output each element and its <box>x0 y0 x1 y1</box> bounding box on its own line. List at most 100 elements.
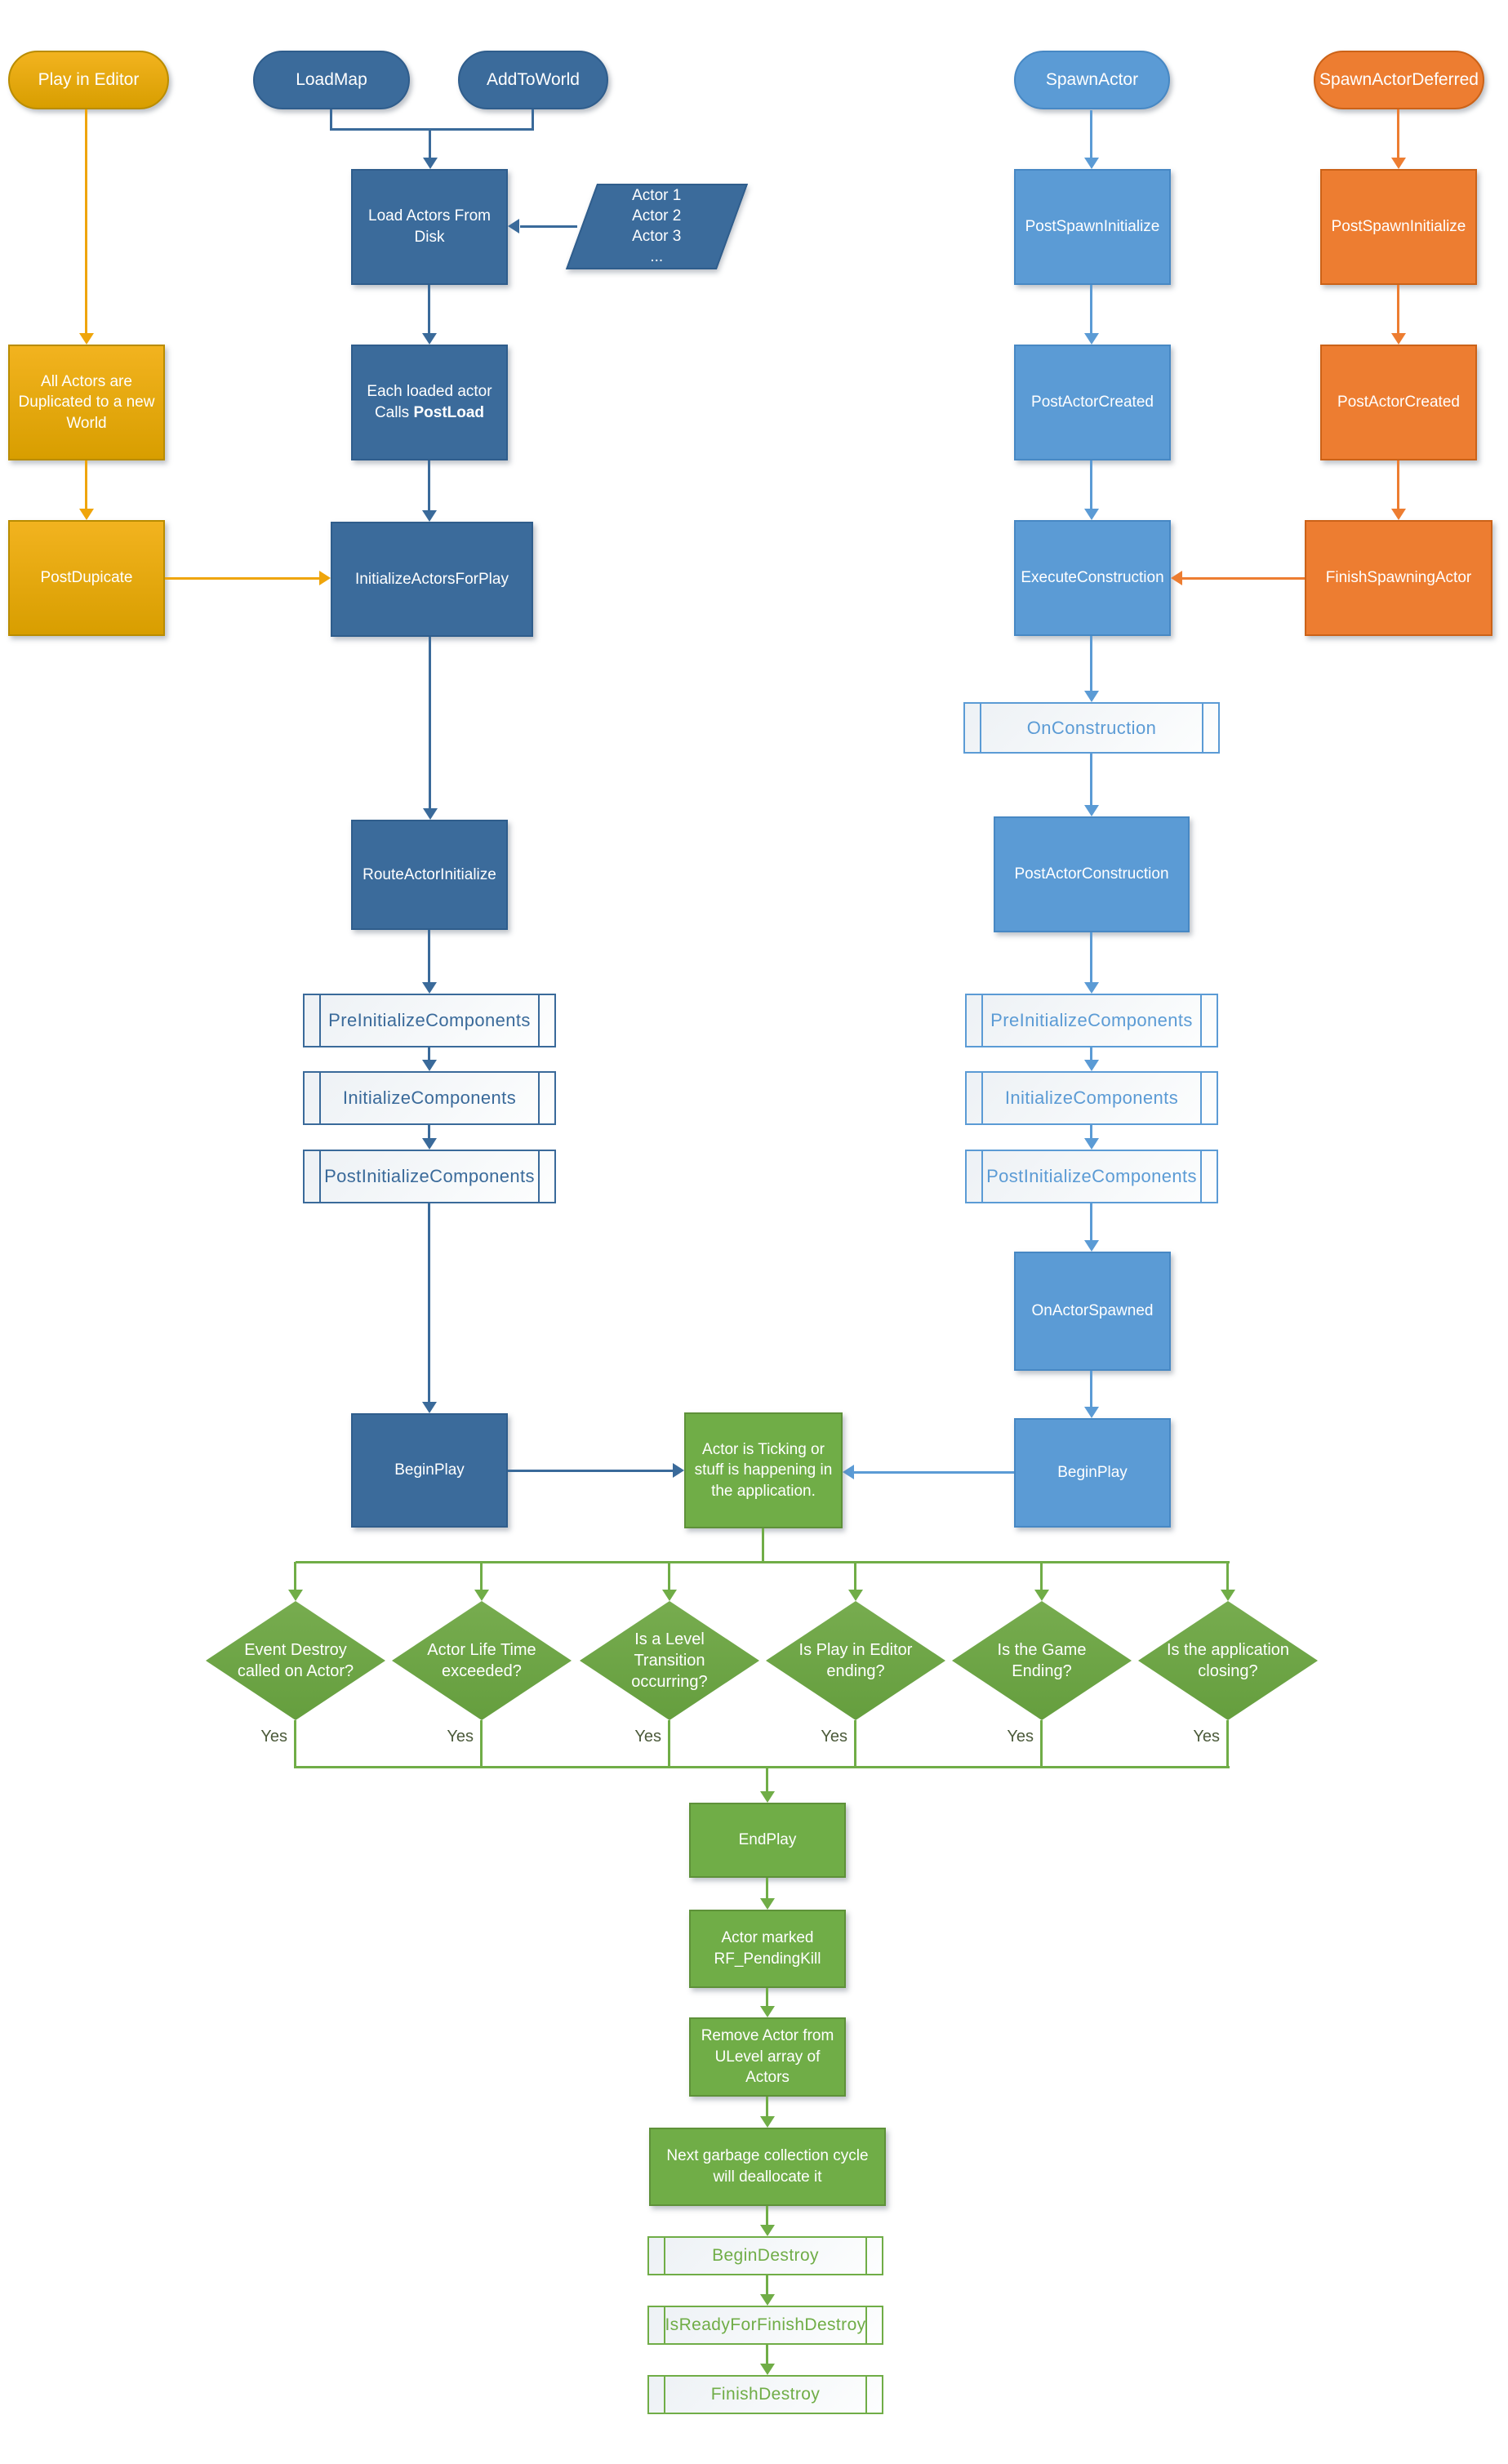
connector <box>1090 636 1092 692</box>
arrowhead-down <box>1084 1138 1099 1150</box>
node-initializecomponents-right: InitializeComponents <box>965 1071 1218 1125</box>
connector <box>1040 1562 1043 1590</box>
arrowhead-down <box>474 1590 489 1601</box>
arrowhead-down <box>1084 691 1099 702</box>
connector <box>1397 109 1399 158</box>
connector <box>330 128 534 131</box>
arrowhead-down <box>1084 509 1099 520</box>
arrowhead-down <box>1084 1060 1099 1071</box>
node-postinitializecomponents-right: PostInitializeComponents <box>965 1150 1218 1203</box>
node-addtoworld: AddToWorld <box>458 51 608 109</box>
connector <box>532 109 534 131</box>
arrowhead-down <box>423 158 438 169</box>
connector <box>480 1562 483 1590</box>
connector <box>428 1047 430 1061</box>
connector <box>480 1720 483 1768</box>
node-all-actors-duplicated: All Actors are Duplicated to a new World <box>8 345 165 460</box>
node-initializeactorsforplay: InitializeActorsForPlay <box>331 522 533 637</box>
node-postactorconstruction: PostActorConstruction <box>994 816 1190 932</box>
arrowhead-down <box>760 2294 775 2306</box>
connector <box>294 1562 296 1590</box>
connector <box>766 2206 768 2226</box>
node-preinitializecomponents-left: PreInitializeComponents <box>303 994 556 1047</box>
decision-actor-lifetime: Actor Life Time exceeded? <box>392 1601 572 1720</box>
node-routeactorinitialize: RouteActorInitialize <box>351 820 508 930</box>
connector <box>428 1125 430 1139</box>
decision-event-destroy: Event Destroy called on Actor? <box>206 1601 385 1720</box>
connector <box>85 460 87 509</box>
connector <box>854 1562 856 1590</box>
node-initializecomponents-left: InitializeComponents <box>303 1071 556 1125</box>
node-finishspawningactor: FinishSpawningActor <box>1305 520 1492 636</box>
arrowhead-down <box>1391 509 1406 520</box>
node-loadmap: LoadMap <box>253 51 410 109</box>
arrowhead-down <box>422 1402 437 1413</box>
connector <box>766 1767 768 1792</box>
arrowhead-down <box>1084 158 1099 169</box>
node-onconstruction: OnConstruction <box>963 702 1220 754</box>
arrowhead-left <box>508 219 519 234</box>
node-spawnactor: SpawnActor <box>1014 51 1170 109</box>
connector <box>668 1720 670 1768</box>
arrowhead-down <box>423 808 438 820</box>
each-loaded-actor-text: Each loaded actor Calls PostLoad <box>367 381 492 423</box>
arrowhead-down <box>760 1898 775 1910</box>
arrowhead-left <box>843 1465 854 1479</box>
node-onactorspawned: OnActorSpawned <box>1014 1252 1171 1371</box>
arrowhead-left <box>1171 571 1182 585</box>
connector <box>1397 285 1399 334</box>
node-postinitializecomponents-left: PostInitializeComponents <box>303 1150 556 1203</box>
connector <box>766 2097 768 2117</box>
connector <box>766 1988 768 2007</box>
decision-game-ending: Is the Game Ending? <box>952 1601 1132 1720</box>
node-postdupicate: PostDupicate <box>8 520 165 636</box>
arrowhead-down <box>288 1590 303 1601</box>
connector <box>85 109 87 335</box>
connector <box>520 225 577 228</box>
each-loaded-actor-prefix: Each loaded actor Calls <box>367 383 492 421</box>
decision-application-closing: Is the application closing? <box>1138 1601 1318 1720</box>
connector <box>1090 1371 1092 1408</box>
connector <box>294 1720 296 1768</box>
connector <box>330 109 332 131</box>
node-preinitializecomponents-right: PreInitializeComponents <box>965 994 1218 1047</box>
node-postactorcreated-blue: PostActorCreated <box>1014 345 1171 460</box>
node-postspawninitialize-orange: PostSpawnInitialize <box>1320 169 1477 285</box>
connector <box>428 285 430 334</box>
decision-level-transition: Is a Level Transition occurring? <box>580 1601 759 1720</box>
connector <box>428 930 430 983</box>
connector <box>1182 577 1305 580</box>
connector <box>762 1528 764 1563</box>
connector <box>296 1766 1230 1768</box>
connector <box>668 1562 670 1590</box>
arrowhead-down <box>79 333 94 345</box>
arrowhead-down <box>1391 158 1406 169</box>
connector <box>854 1720 856 1768</box>
connector <box>1090 1203 1092 1241</box>
yes-label: Yes <box>821 1728 847 1746</box>
connector <box>1226 1562 1229 1590</box>
yes-label: Yes <box>260 1728 287 1746</box>
node-load-actors-from-disk: Load Actors From Disk <box>351 169 508 285</box>
arrowhead-down <box>79 509 94 520</box>
node-actor-is-ticking: Actor is Ticking or stuff is happening i… <box>684 1412 843 1528</box>
actor-list-text: Actor 1 Actor 2 Actor 3 ... <box>632 187 682 266</box>
node-beginplay-right: BeginPlay <box>1014 1418 1171 1528</box>
node-executeconstruction: ExecuteConstruction <box>1014 520 1171 636</box>
connector <box>1397 460 1399 509</box>
connector <box>766 2275 768 2295</box>
node-play-in-editor: Play in Editor <box>8 51 169 109</box>
yes-label: Yes <box>447 1728 474 1746</box>
arrowhead-down <box>1084 333 1099 345</box>
node-each-loaded-actor-postload: Each loaded actor Calls PostLoad <box>351 345 508 460</box>
arrowhead-down <box>662 1590 677 1601</box>
arrowhead-down <box>1084 805 1099 816</box>
node-postspawninitialize-blue: PostSpawnInitialize <box>1014 169 1171 285</box>
node-endplay: EndPlay <box>689 1803 846 1878</box>
arrowhead-right <box>319 571 331 585</box>
arrowhead-down <box>422 1138 437 1150</box>
node-finishdestroy: FinishDestroy <box>647 2375 883 2414</box>
yes-label: Yes <box>1193 1728 1220 1746</box>
connector <box>1090 110 1092 158</box>
each-loaded-actor-bold: PostLoad <box>413 404 485 421</box>
